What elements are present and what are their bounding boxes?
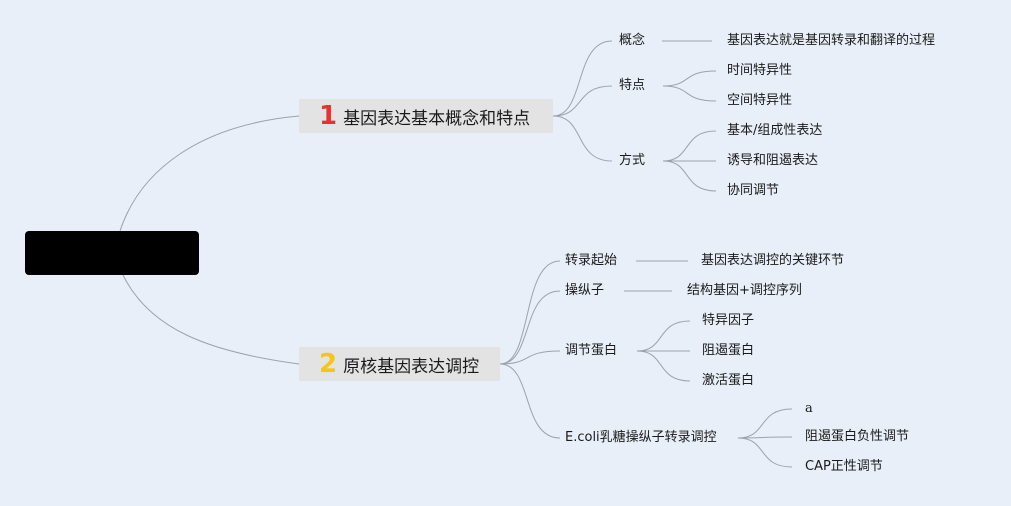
subtopic-features[interactable]: 特点 [619, 78, 646, 93]
branch-title: 基因表达基本概念和特点 [343, 108, 531, 129]
leaf-node[interactable]: 基因表达调控的关键环节 [701, 253, 845, 268]
branch-title: 原核基因表达调控 [343, 356, 480, 377]
connector-line [737, 437, 793, 468]
connector-line [737, 436, 793, 439]
branch-topic-1[interactable]: 1 基因表达基本概念和特点 [299, 99, 553, 133]
connector-line [499, 290, 561, 365]
subtopic-regulatory-protein[interactable]: 调节蛋白 [565, 343, 618, 358]
number-2-icon: 2 [319, 349, 338, 379]
leaf-node[interactable]: 结构基因+调控序列 [687, 283, 802, 298]
leaf-node[interactable]: 基本/组成性表达 [727, 123, 823, 138]
connector-line [552, 40, 613, 117]
subtopic-operon[interactable]: 操纵子 [565, 283, 605, 298]
root-link-1 [119, 115, 300, 232]
leaf-node[interactable]: 空间特异性 [727, 93, 793, 108]
connector-line [662, 160, 717, 192]
leaf-node[interactable]: CAP正性调节 [805, 459, 883, 474]
connector-line [499, 350, 561, 365]
leaf-node[interactable]: 激活蛋白 [702, 373, 755, 388]
connector-line [662, 85, 717, 102]
subtopic-concept[interactable]: 概念 [619, 33, 646, 48]
connector-line [662, 130, 717, 162]
subtopic-transcription-start[interactable]: 转录起始 [565, 253, 618, 268]
subtopic-modes[interactable]: 方式 [619, 153, 646, 168]
leaf-node[interactable]: 特异因子 [702, 313, 755, 328]
root-node-redacted[interactable] [25, 231, 199, 275]
connector-line [636, 320, 691, 352]
leaf-node[interactable]: 诱导和阻遏表达 [727, 153, 819, 168]
connector-line [499, 260, 561, 365]
leaf-node[interactable]: a [805, 401, 813, 416]
leaf-node[interactable]: 协同调节 [727, 183, 780, 198]
leaf-node[interactable]: 时间特异性 [727, 63, 793, 78]
connector-line [737, 408, 793, 439]
branch-topic-2[interactable]: 2 原核基因表达调控 [299, 347, 500, 381]
number-1-icon: 1 [319, 101, 338, 131]
connector-line [552, 85, 613, 117]
connector-line [636, 350, 691, 382]
leaf-node[interactable]: 阻遏蛋白 [702, 343, 755, 358]
subtopic-lac-operon[interactable]: E.coli乳糖操纵子转录调控 [565, 430, 717, 445]
root-link-2 [122, 274, 300, 365]
connector-line [662, 70, 717, 87]
connector-line [499, 363, 561, 439]
leaf-node[interactable]: 基因表达就是基因转录和翻译的过程 [727, 33, 936, 48]
leaf-node[interactable]: 阻遏蛋白负性调节 [805, 429, 910, 444]
connector-line [552, 115, 613, 162]
